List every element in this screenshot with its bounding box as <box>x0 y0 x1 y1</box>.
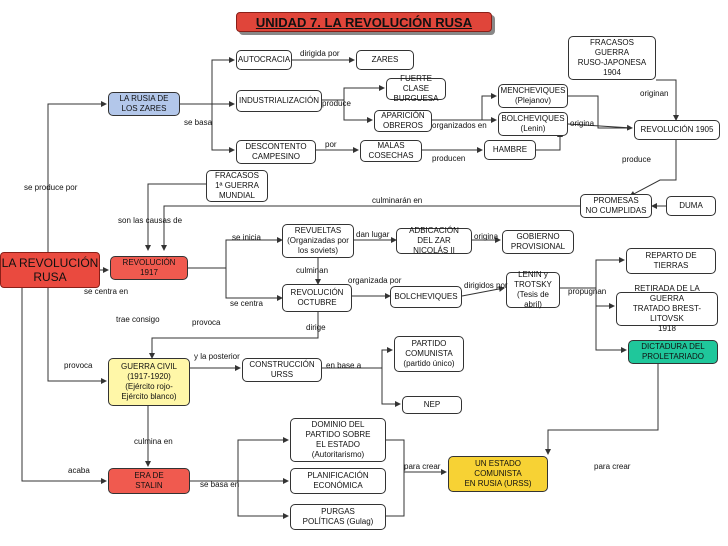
link-label: produce <box>622 155 651 164</box>
node-guerra-civil: GUERRA CIVIL (1917-1920) (Ejército rojo-… <box>108 358 190 406</box>
node-dominio-partido: DOMINIO DEL PARTIDO SOBRE EL ESTADO (Aut… <box>290 418 386 462</box>
link-label: para crear <box>404 462 441 471</box>
node-revolucion-octubre: REVOLUCIÓN OCTUBRE <box>282 284 352 312</box>
root-node: LA REVOLUCIÓN RUSA <box>0 252 100 288</box>
node-planificacion: PLANIFICACIÓN ECONÓMICA <box>290 468 386 494</box>
link-label: propugnan <box>568 287 607 296</box>
node-reparto-tierras: REPARTO DE TIERRAS <box>626 248 716 274</box>
node-descontento: DESCONTENTO CAMPESINO <box>236 140 316 164</box>
link-label: dan lugar <box>356 230 390 239</box>
link-label: se inicia <box>232 233 261 242</box>
link-label: dirigidos por <box>464 281 508 290</box>
node-revueltas: REVUELTAS (Organizadas por los soviets) <box>282 224 354 258</box>
node-fuerte-clase: FUERTE CLASE BURGUESA <box>386 74 446 103</box>
link-label: se centra en <box>84 287 129 296</box>
node-partido-comunista: PARTIDO COMUNISTA (partido único) <box>394 336 464 372</box>
node-mencheviques: MENCHEVIQUES (Plejanov) <box>498 84 568 108</box>
link-label: originan <box>640 89 669 98</box>
node-revolucion-1917: REVOLUCIÓN 1917 <box>110 256 188 280</box>
link-label: producen <box>432 154 466 163</box>
node-rusia-zares: LA RUSIA DE LOS ZARES <box>108 92 180 116</box>
link-label: organizada por <box>348 276 402 285</box>
node-estado-comunista: UN ESTADO COMUNISTA EN RUSIA (URSS) <box>448 456 548 492</box>
node-industrializacion: INDUSTRIALIZACIÓN <box>236 90 322 112</box>
link-label: en base a <box>326 361 362 370</box>
node-era-stalin: ERA DE STALIN <box>108 468 190 494</box>
link-label: son las causas de <box>118 216 183 225</box>
node-purgas: PURGAS POLÍTICAS (Gulag) <box>290 504 386 530</box>
node-autocracia: AUTOCRACIA <box>236 50 292 70</box>
node-promesas: PROMESAS NO CUMPLIDAS <box>580 194 652 218</box>
node-bolcheviques-lenin: BOLCHEVIQUES (Lenin) <box>498 112 568 136</box>
link-label: acaba <box>68 466 90 475</box>
link-label: se produce por <box>24 183 78 192</box>
node-abdicacion: ADBICACIÓN DEL ZAR NICOLÁS II <box>396 226 472 255</box>
link-label: origina <box>570 119 595 128</box>
node-gobierno-provisional: GOBIERNO PROVISIONAL <box>502 230 574 254</box>
link-label: organizados en <box>432 121 487 130</box>
node-revolucion-1905: REVOLUCIÓN 1905 <box>634 120 720 140</box>
diagram-title: UNIDAD 7. LA REVOLUCIÓN RUSA <box>236 12 492 32</box>
node-lenin-trotsky: LENIN y TROTSKY (Tesis de abril) <box>506 270 560 309</box>
node-aparicion-obreros: APARICIÓN OBREROS <box>374 110 432 132</box>
link-label: origina <box>474 232 499 241</box>
link-label: y la posterior <box>194 352 240 361</box>
node-zares: ZARES <box>356 50 414 70</box>
link-label: provoca <box>64 361 93 370</box>
link-label: culminan <box>296 266 329 275</box>
link-label: culminarán en <box>372 196 423 205</box>
node-dictadura: DICTADURA DEL PROLETARIADO <box>628 340 718 364</box>
link-label: culmina en <box>134 437 173 446</box>
node-malas-cosechas: MALAS COSECHAS <box>360 140 422 162</box>
node-fracasos-mundial: FRACASOS 1ª GUERRA MUNDIAL <box>206 170 268 202</box>
link-label: provoca <box>192 318 221 327</box>
link-label: para crear <box>594 462 631 471</box>
link-label: produce <box>322 99 351 108</box>
node-nep: NEP <box>402 396 462 414</box>
link-label: se basa en <box>200 480 240 489</box>
link-label: se basa <box>184 118 213 127</box>
node-construccion-urss: CONSTRUCCIÓN URSS <box>242 358 322 382</box>
node-bolcheviques: BOLCHEVIQUES <box>390 286 462 308</box>
link-label: dirigida por <box>300 49 340 58</box>
link-label: por <box>325 140 337 149</box>
node-hambre: HAMBRE <box>484 140 536 160</box>
node-retirada-guerra: RETIRADA DE LA GUERRA TRATADO BREST-LITO… <box>616 284 718 333</box>
node-fracasos-japon: FRACASOS GUERRA RUSO-JAPONESA 1904 <box>568 36 656 80</box>
link-label: trae consigo <box>116 315 160 324</box>
link-label: dirige <box>306 323 326 332</box>
link-label: se centra <box>230 299 263 308</box>
node-duma: DUMA <box>666 196 716 216</box>
